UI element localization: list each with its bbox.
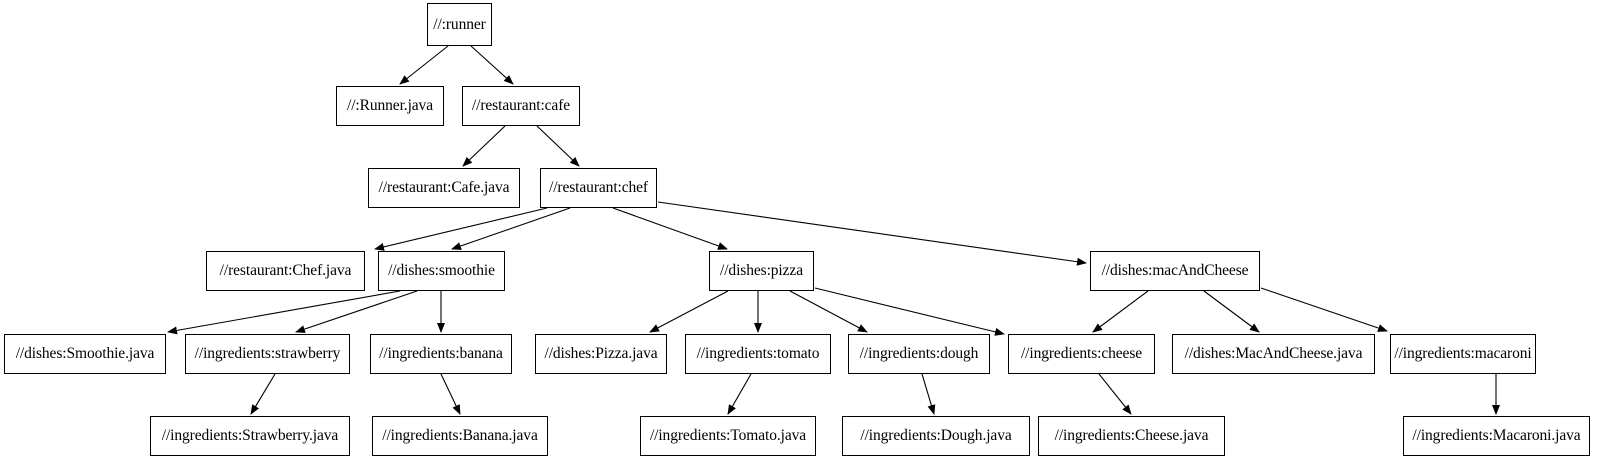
graph-edge-runner-to-runner_java xyxy=(399,45,449,85)
graph-node-dishes_macandcheese[interactable]: //dishes:macAndCheese xyxy=(1090,251,1260,291)
graph-node-ing_banana[interactable]: //ingredients:banana xyxy=(370,334,512,374)
node-label: //ingredients:Dough.java xyxy=(860,427,1012,445)
node-label: //ingredients:Banana.java xyxy=(382,427,538,445)
node-label: //restaurant:Cafe.java xyxy=(378,179,510,197)
node-label: //:Runner.java xyxy=(347,97,433,115)
graph-node-dishes_pizza[interactable]: //dishes:pizza xyxy=(709,251,814,291)
graph-edge-restaurant_chef-to-dishes_smoothie xyxy=(451,207,571,250)
graph-edge-runner-to-restaurant_cafe xyxy=(470,45,514,85)
graph-node-dishes_pizza_java[interactable]: //dishes:Pizza.java xyxy=(535,334,667,374)
graph-node-ing_macaroni_java[interactable]: //ingredients:Macaroni.java xyxy=(1403,416,1590,456)
graph-edge-dishes_macandcheese-to-ing_cheese xyxy=(1092,290,1149,333)
node-label: //ingredients:Tomato.java xyxy=(649,427,807,445)
node-label: //ingredients:Cheese.java xyxy=(1054,427,1209,445)
graph-node-restaurant_cafe_java[interactable]: //restaurant:Cafe.java xyxy=(368,168,520,208)
graph-edge-dishes_pizza-to-dishes_pizza_java xyxy=(649,290,729,333)
node-label: //ingredients:Macaroni.java xyxy=(1412,427,1581,445)
graph-node-ing_strawberry_java[interactable]: //ingredients:Strawberry.java xyxy=(150,416,350,456)
node-label: //ingredients:Strawberry.java xyxy=(161,427,339,445)
graph-node-dishes_smoothie_java[interactable]: //dishes:Smoothie.java xyxy=(4,334,166,374)
node-label: //dishes:MacAndCheese.java xyxy=(1184,345,1363,363)
node-label: //restaurant:Chef.java xyxy=(219,262,352,280)
graph-edge-restaurant_chef-to-dishes_macandcheese xyxy=(657,201,1087,266)
node-label: //ingredients:dough xyxy=(859,345,979,363)
graph-edge-dishes_macandcheese-to-dishes_mac_java xyxy=(1203,290,1260,333)
graph-edge-ing_strawberry-to-ing_strawberry_java xyxy=(250,373,276,415)
graph-node-ing_tomato[interactable]: //ingredients:tomato xyxy=(685,334,831,374)
graph-edge-restaurant_cafe-to-restaurant_cafe_java xyxy=(462,125,506,167)
graph-edge-restaurant_chef-to-dishes_pizza xyxy=(612,207,728,250)
graph-edge-ing_banana-to-ing_banana_java xyxy=(440,373,461,415)
node-label: //ingredients:macaroni xyxy=(1394,345,1532,363)
graph-edge-restaurant_chef-to-restaurant_chef_java xyxy=(374,207,548,251)
graph-edge-dishes_smoothie-to-dishes_smoothie_java xyxy=(167,290,401,335)
graph-node-ing_cheese_java[interactable]: //ingredients:Cheese.java xyxy=(1038,416,1225,456)
node-label: //dishes:Pizza.java xyxy=(544,345,658,363)
node-label: //ingredients:banana xyxy=(379,345,503,363)
graph-node-ing_strawberry[interactable]: //ingredients:strawberry xyxy=(185,334,350,374)
graph-node-dishes_mac_java[interactable]: //dishes:MacAndCheese.java xyxy=(1172,334,1375,374)
graph-node-ing_cheese[interactable]: //ingredients:cheese xyxy=(1008,334,1155,374)
graph-node-restaurant_chef_java[interactable]: //restaurant:Chef.java xyxy=(206,251,365,291)
graph-node-restaurant_chef[interactable]: //restaurant:chef xyxy=(540,168,657,208)
node-label: //ingredients:strawberry xyxy=(194,345,341,363)
node-label: //restaurant:cafe xyxy=(471,97,571,115)
graph-edge-dishes_pizza-to-ing_dough xyxy=(789,290,868,333)
node-label: //ingredients:cheese xyxy=(1020,345,1143,363)
graph-edges xyxy=(167,45,1500,415)
node-label: //dishes:Smoothie.java xyxy=(15,345,155,363)
graph-node-ing_dough[interactable]: //ingredients:dough xyxy=(848,334,990,374)
node-label: //:runner xyxy=(433,15,486,33)
node-label: //dishes:pizza xyxy=(720,262,803,280)
graph-node-ing_dough_java[interactable]: //ingredients:Dough.java xyxy=(842,416,1030,456)
node-label: //restaurant:chef xyxy=(549,179,648,197)
graph-edge-dishes_smoothie-to-ing_strawberry xyxy=(295,290,418,333)
graph-node-runner[interactable]: //:runner xyxy=(427,3,492,46)
graph-edge-dishes_pizza-to-ing_cheese xyxy=(814,287,1005,336)
graph-edge-restaurant_cafe-to-restaurant_chef xyxy=(536,125,580,167)
node-label: //ingredients:tomato xyxy=(696,345,820,363)
graph-edge-ing_cheese-to-ing_cheese_java xyxy=(1098,373,1132,415)
graph-node-ing_macaroni[interactable]: //ingredients:macaroni xyxy=(1390,334,1536,374)
node-label: //dishes:macAndCheese xyxy=(1101,262,1249,280)
graph-edge-dishes_macandcheese-to-ing_macaroni xyxy=(1260,287,1388,332)
graph-node-ing_tomato_java[interactable]: //ingredients:Tomato.java xyxy=(640,416,816,456)
node-label: //dishes:smoothie xyxy=(388,262,495,280)
graph-node-dishes_smoothie[interactable]: //dishes:smoothie xyxy=(378,251,505,291)
graph-node-runner_java[interactable]: //:Runner.java xyxy=(336,86,444,126)
graph-node-ing_banana_java[interactable]: //ingredients:Banana.java xyxy=(372,416,548,456)
graph-edge-ing_tomato-to-ing_tomato_java xyxy=(727,373,752,415)
graph-node-restaurant_cafe[interactable]: //restaurant:cafe xyxy=(462,86,580,126)
graph-edge-ing_dough-to-ing_dough_java xyxy=(921,373,936,415)
